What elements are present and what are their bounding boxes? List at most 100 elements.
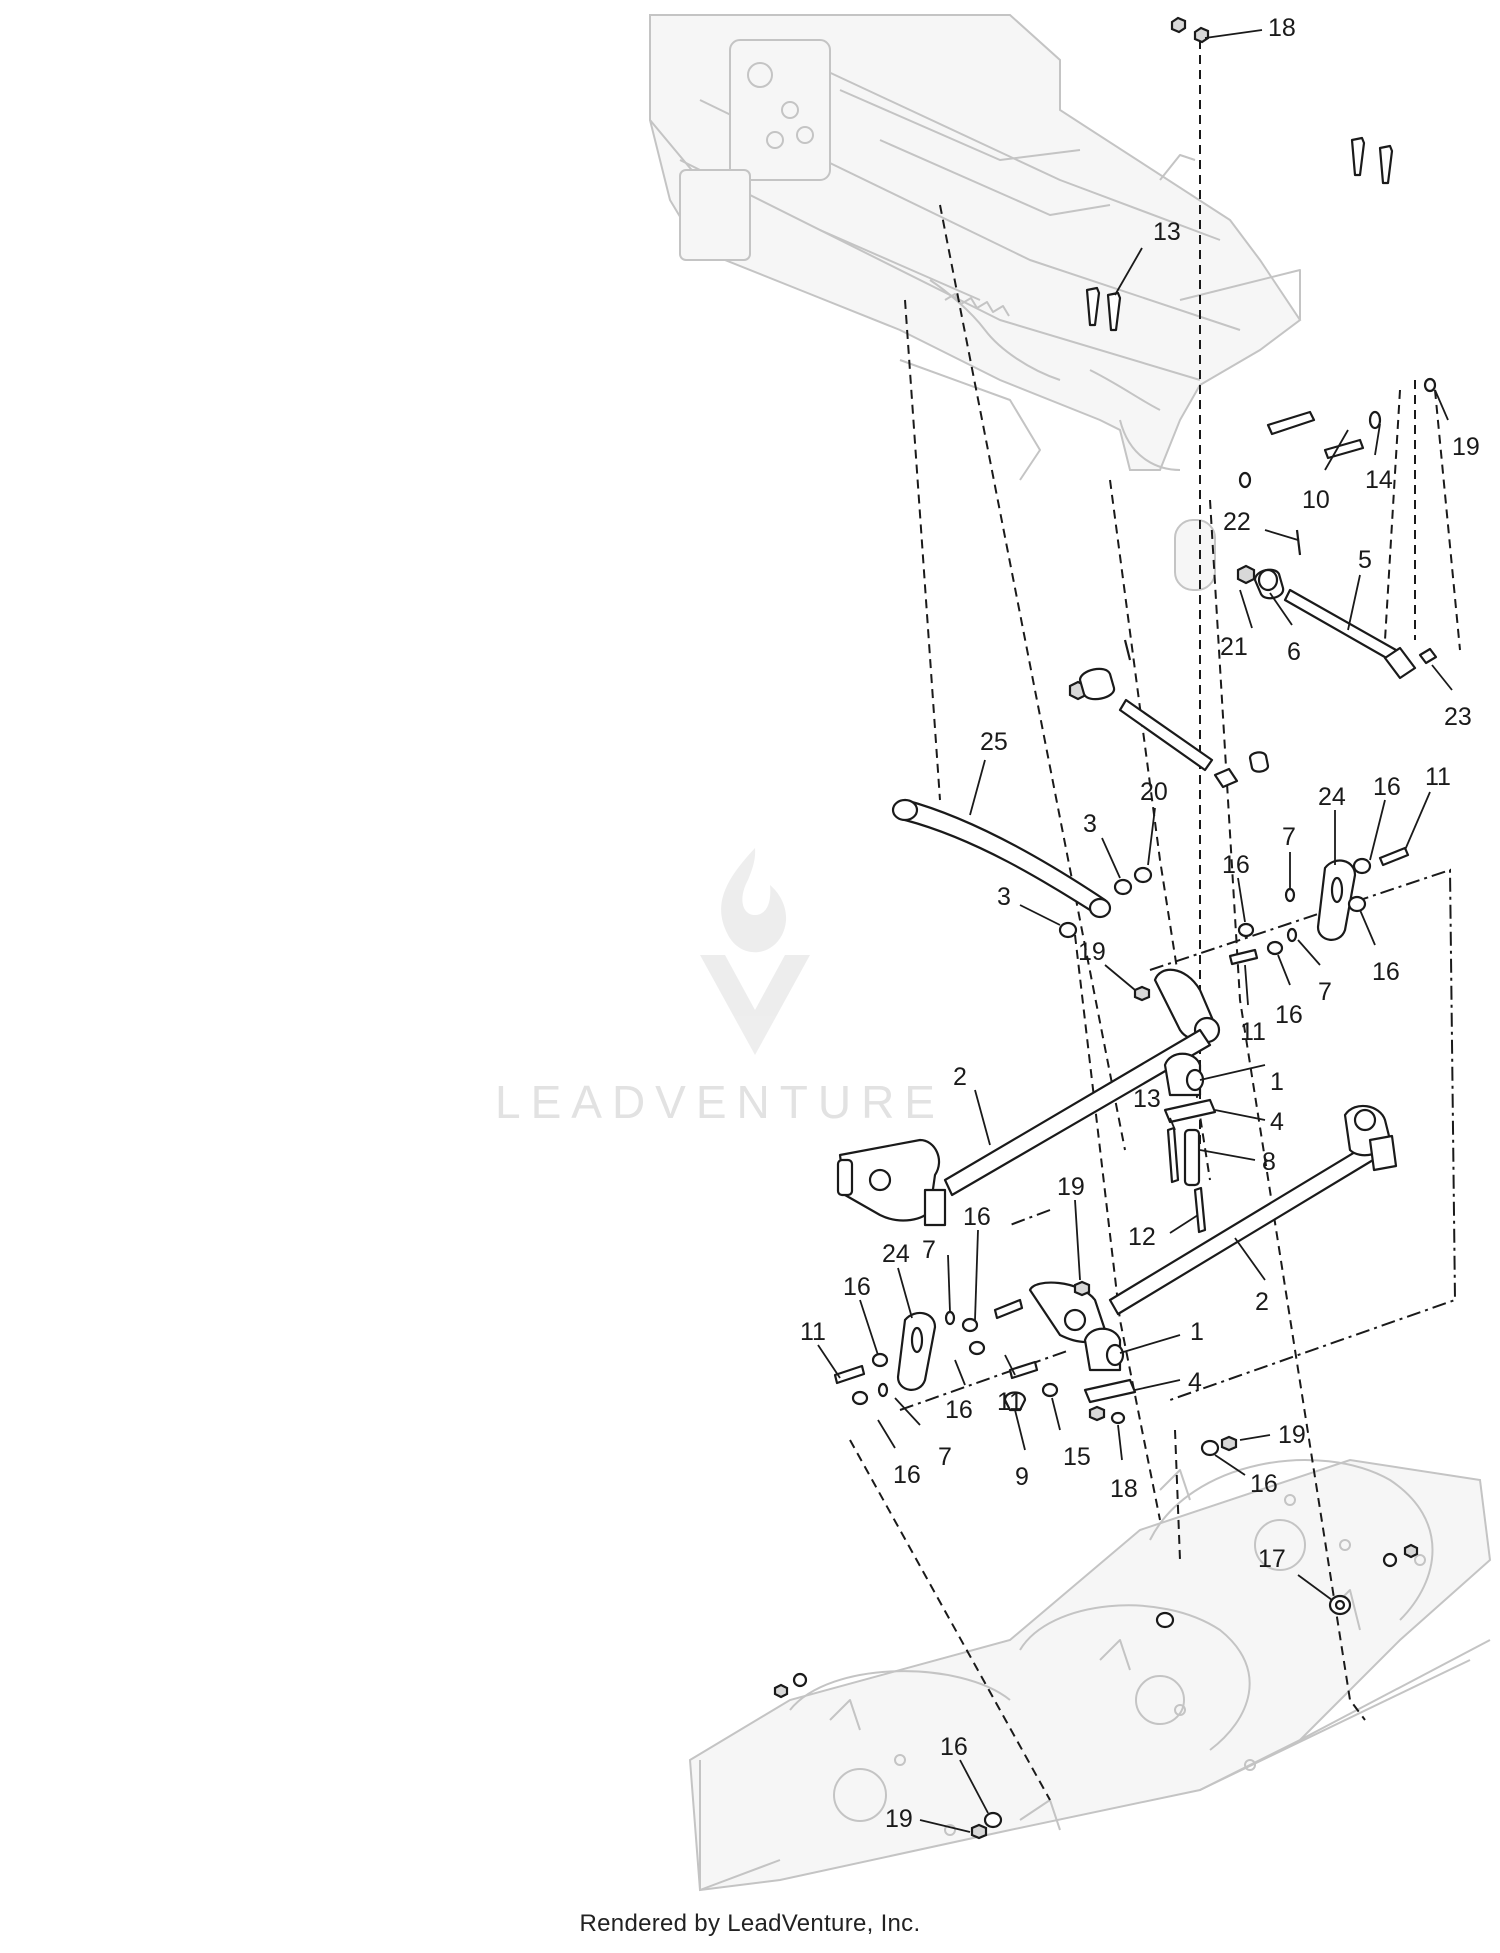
callout-label: 18	[1110, 1475, 1138, 1503]
callout-label: 2	[953, 1063, 967, 1091]
callout-label: 16	[1250, 1470, 1278, 1498]
callout: 19	[1239, 1421, 1306, 1449]
parts	[773, 16, 1438, 1840]
callouts: 18 13 19 14 10 22 5 21 6 23 25 20 3 3 19…	[800, 14, 1480, 1833]
callout: 1	[1119, 1318, 1204, 1354]
callout-label: 1	[1270, 1068, 1284, 1096]
callout-label: 18	[1268, 14, 1296, 42]
callout-label: 21	[1220, 633, 1248, 661]
footer-credit: Rendered by LeadVenture, Inc.	[579, 1910, 921, 1937]
callout: 13	[1114, 218, 1181, 296]
callout-label: 7	[922, 1236, 936, 1264]
callout-label: 11	[1240, 1018, 1266, 1046]
callout-label: 12	[1128, 1223, 1156, 1251]
callout: 11	[997, 1354, 1023, 1416]
callout: 24	[882, 1240, 913, 1319]
callout: 21	[1220, 589, 1253, 661]
mower-deck	[688, 1458, 1492, 1892]
callout: 16	[1359, 909, 1400, 986]
callout-label: 16	[893, 1461, 921, 1489]
callout: 7	[922, 1236, 951, 1313]
callout: 20	[1140, 778, 1168, 866]
callout-label: 16	[945, 1396, 973, 1424]
callout-label: 5	[1358, 546, 1372, 574]
callout-label: 22	[1223, 508, 1251, 536]
callout-label: 15	[1063, 1443, 1091, 1471]
callout-label: 4	[1270, 1108, 1284, 1136]
callout: 11	[1404, 763, 1451, 851]
callout: 13	[1133, 1085, 1176, 1131]
callout: 4	[1134, 1368, 1202, 1396]
callout: 1	[1199, 1064, 1284, 1096]
callout-label: 11	[800, 1318, 826, 1346]
callout: 18	[1110, 1424, 1138, 1503]
callout-label: 24	[882, 1240, 910, 1268]
callout-label: 4	[1188, 1368, 1202, 1396]
callout: 15	[1051, 1397, 1091, 1471]
callout-label: 19	[1057, 1173, 1085, 1201]
callout: 8	[1199, 1148, 1276, 1176]
callout: 3	[1083, 810, 1121, 879]
callout-label: 16	[1275, 1001, 1303, 1029]
callout-label: 16	[1373, 773, 1401, 801]
callout-label: 17	[1258, 1545, 1286, 1573]
callout: 16	[1275, 954, 1303, 1029]
callout: 4	[1214, 1108, 1284, 1136]
callout: 11	[800, 1318, 841, 1379]
callout-label: 16	[963, 1203, 991, 1231]
callout-label: 7	[938, 1443, 952, 1471]
callout: 16	[963, 1203, 991, 1321]
callout-label: 11	[997, 1388, 1023, 1416]
callout-label: 8	[1262, 1148, 1276, 1176]
callout-label: 14	[1365, 466, 1393, 494]
callout: 11	[1240, 964, 1266, 1046]
callout-label: 23	[1444, 703, 1472, 731]
callout-label: 24	[1318, 783, 1346, 811]
callout-label: 25	[980, 728, 1008, 756]
callout: 7	[1282, 823, 1296, 888]
callout-label: 7	[1318, 978, 1332, 1006]
callout-label: 10	[1302, 486, 1330, 514]
callout: 16	[877, 1419, 921, 1489]
callout: 18	[1204, 14, 1296, 42]
callout: 3	[997, 883, 1061, 926]
tractor-frame	[649, 14, 1302, 591]
callout-label: 16	[843, 1273, 871, 1301]
watermark-flame-icon	[700, 848, 810, 1055]
watermark-text: LEADVENTURE	[495, 1076, 945, 1128]
callout: 23	[1431, 664, 1472, 731]
callout-label: 13	[1133, 1085, 1161, 1113]
callout: 7	[894, 1397, 952, 1471]
callout: 6	[1269, 592, 1301, 666]
callout: 7	[1297, 939, 1332, 1006]
callout: 24	[1318, 783, 1346, 865]
callout: 19	[885, 1805, 971, 1833]
callout-label: 13	[1153, 218, 1181, 246]
callout: 16	[1369, 773, 1401, 861]
callout-label: 16	[1222, 851, 1250, 879]
callout-label: 19	[1078, 938, 1106, 966]
callout: 16	[940, 1733, 989, 1814]
callout-label: 1	[1190, 1318, 1204, 1346]
callout: 9	[1014, 1409, 1029, 1491]
callout-label: 16	[1372, 958, 1400, 986]
callout: 2	[1234, 1237, 1269, 1316]
callout: 19	[1434, 389, 1480, 461]
callout-label: 20	[1140, 778, 1168, 806]
callout-label: 3	[997, 883, 1011, 911]
callout-label: 9	[1015, 1463, 1029, 1491]
callout: 2	[953, 1063, 991, 1146]
callout: 10	[1302, 429, 1349, 514]
callout: 25	[969, 728, 1008, 816]
callout: 5	[1347, 546, 1372, 631]
callout-label: 3	[1083, 810, 1097, 838]
alignment-lines	[849, 40, 1461, 1801]
callout-label: 7	[1282, 823, 1296, 851]
callout-label: 19	[885, 1805, 913, 1833]
callout: 16	[945, 1359, 973, 1424]
watermark: LEADVENTURE	[495, 848, 945, 1128]
callout: 12	[1128, 1214, 1199, 1251]
callout: 16	[1214, 1454, 1278, 1498]
callout-label: 11	[1425, 763, 1451, 791]
